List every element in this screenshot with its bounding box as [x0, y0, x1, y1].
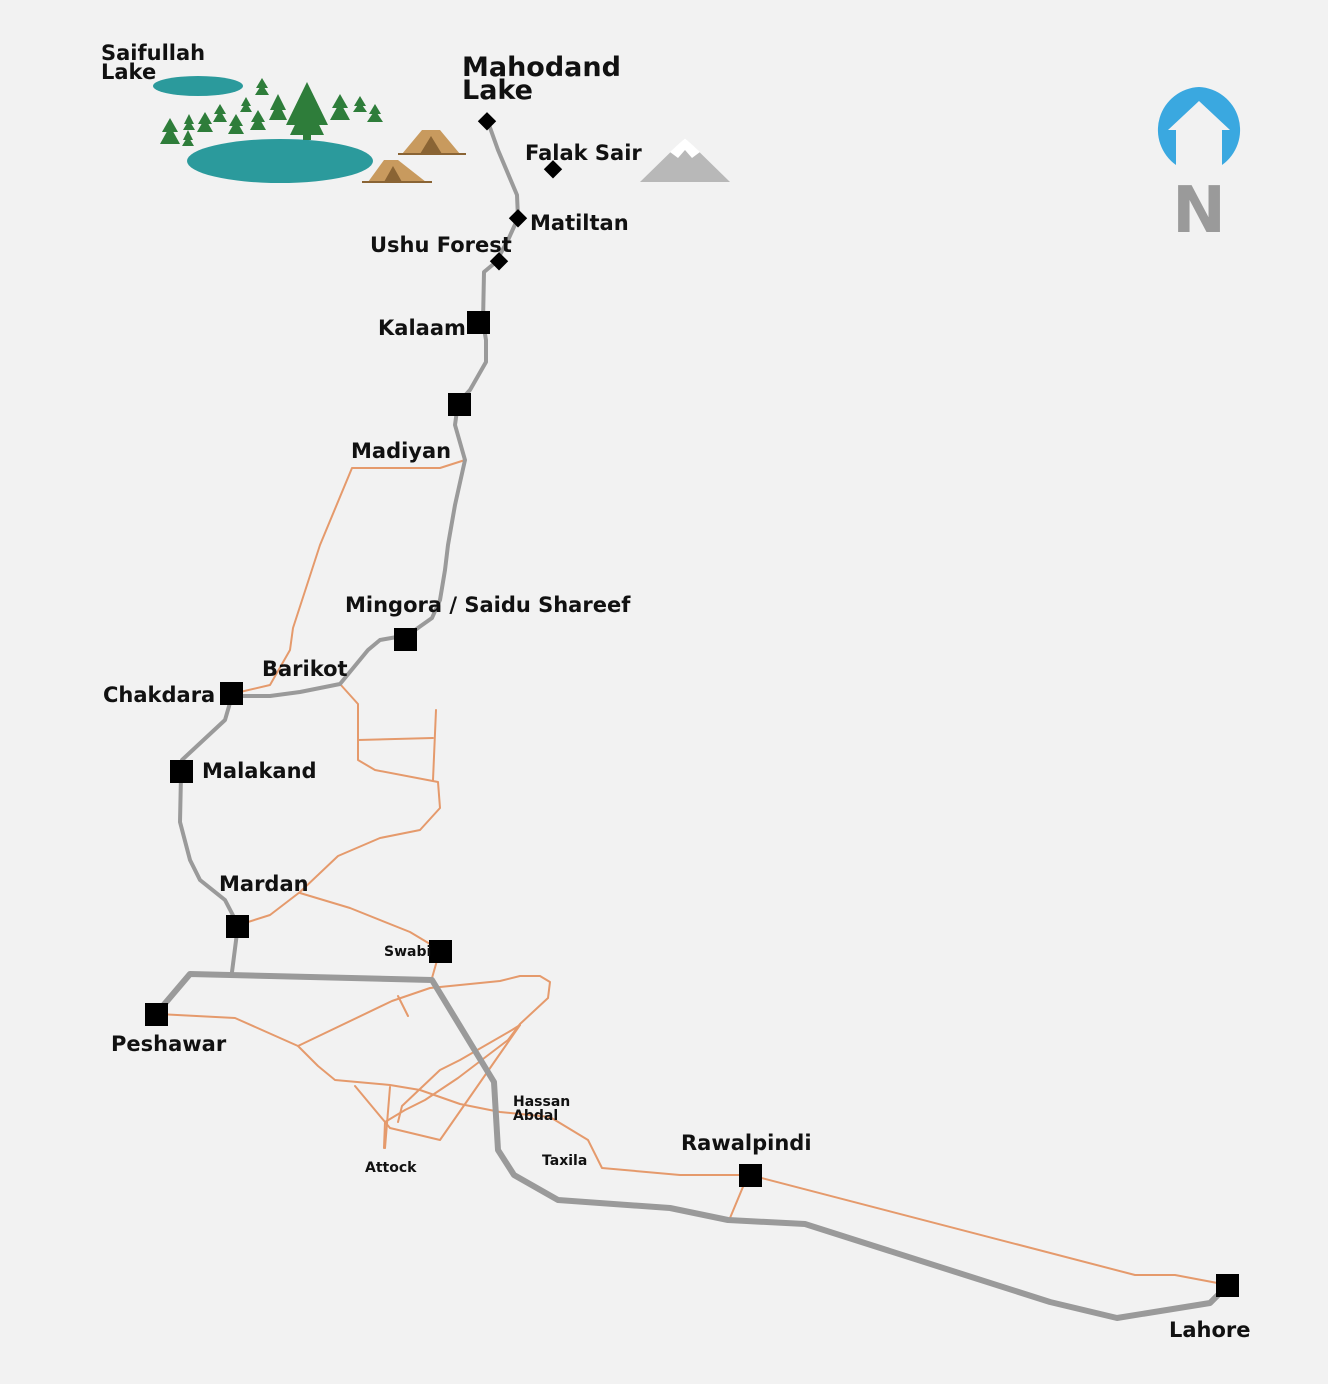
label-mahodand-2: Lake — [462, 75, 533, 106]
north-letter: N — [1172, 174, 1226, 248]
label-peshawar: Peshawar — [111, 1032, 227, 1056]
stop-lahore[interactable] — [1216, 1274, 1239, 1297]
label-mardan: Mardan — [219, 872, 309, 896]
main-route — [153, 120, 1231, 1321]
lake-icon — [187, 139, 373, 183]
label-hassan-1: Hassan — [513, 1094, 570, 1110]
label-matiltan: Matiltan — [530, 211, 629, 235]
label-mahodand-1: Mahodand — [462, 52, 621, 83]
label-saifullah-2: Lake — [101, 60, 156, 84]
stop-mardan[interactable] — [226, 915, 249, 938]
place-labels: Saifullah Lake Mahodand Lake Falak Sair … — [101, 41, 1251, 1342]
stop-ushu-forest[interactable] — [489, 252, 509, 271]
stop-matiltan[interactable] — [508, 209, 528, 228]
label-mingora: Mingora / Saidu Shareef — [345, 593, 631, 617]
label-lahore: Lahore — [1169, 1318, 1251, 1342]
stop-swabi[interactable] — [429, 940, 452, 963]
label-madiyan: Madiyan — [351, 439, 451, 463]
label-rawalpindi: Rawalpindi — [681, 1131, 812, 1155]
north-arrow-icon — [1157, 87, 1241, 165]
label-barikot: Barikot — [262, 657, 348, 681]
lake-icon — [153, 76, 243, 96]
stop-unnamed[interactable] — [448, 393, 471, 416]
pine-tree-icon — [160, 78, 383, 146]
label-ushu-forest: Ushu Forest — [370, 233, 512, 257]
stop-rawalpindi[interactable] — [739, 1164, 762, 1187]
label-saifullah-1: Saifullah — [101, 41, 205, 65]
label-malakand: Malakand — [202, 759, 317, 783]
stop-falak-sair[interactable] — [543, 160, 563, 179]
label-kalaam: Kalaam — [378, 316, 466, 340]
saifullah-lake-illustration — [153, 76, 466, 183]
stop-mingora[interactable] — [394, 628, 417, 651]
stop-malakand[interactable] — [170, 760, 193, 783]
label-swabi: Swabi — [384, 944, 431, 960]
label-falak-sair: Falak Sair — [525, 141, 642, 165]
label-attock: Attock — [365, 1160, 417, 1176]
secondary-roads — [157, 459, 1229, 1286]
stops — [145, 112, 1239, 1297]
stop-peshawar[interactable] — [145, 1003, 168, 1026]
stop-mahodand-lake[interactable] — [477, 112, 497, 131]
label-taxila: Taxila — [542, 1153, 587, 1169]
label-chakdara: Chakdara — [103, 683, 215, 707]
label-hassan-2: Abdal — [513, 1108, 558, 1124]
snow-mountain-icon — [640, 138, 730, 182]
tent-icon — [398, 130, 466, 155]
tent-icon — [362, 160, 432, 183]
compass: N — [1157, 87, 1241, 248]
stop-chakdara[interactable] — [220, 682, 243, 705]
stop-kalaam[interactable] — [467, 311, 490, 334]
